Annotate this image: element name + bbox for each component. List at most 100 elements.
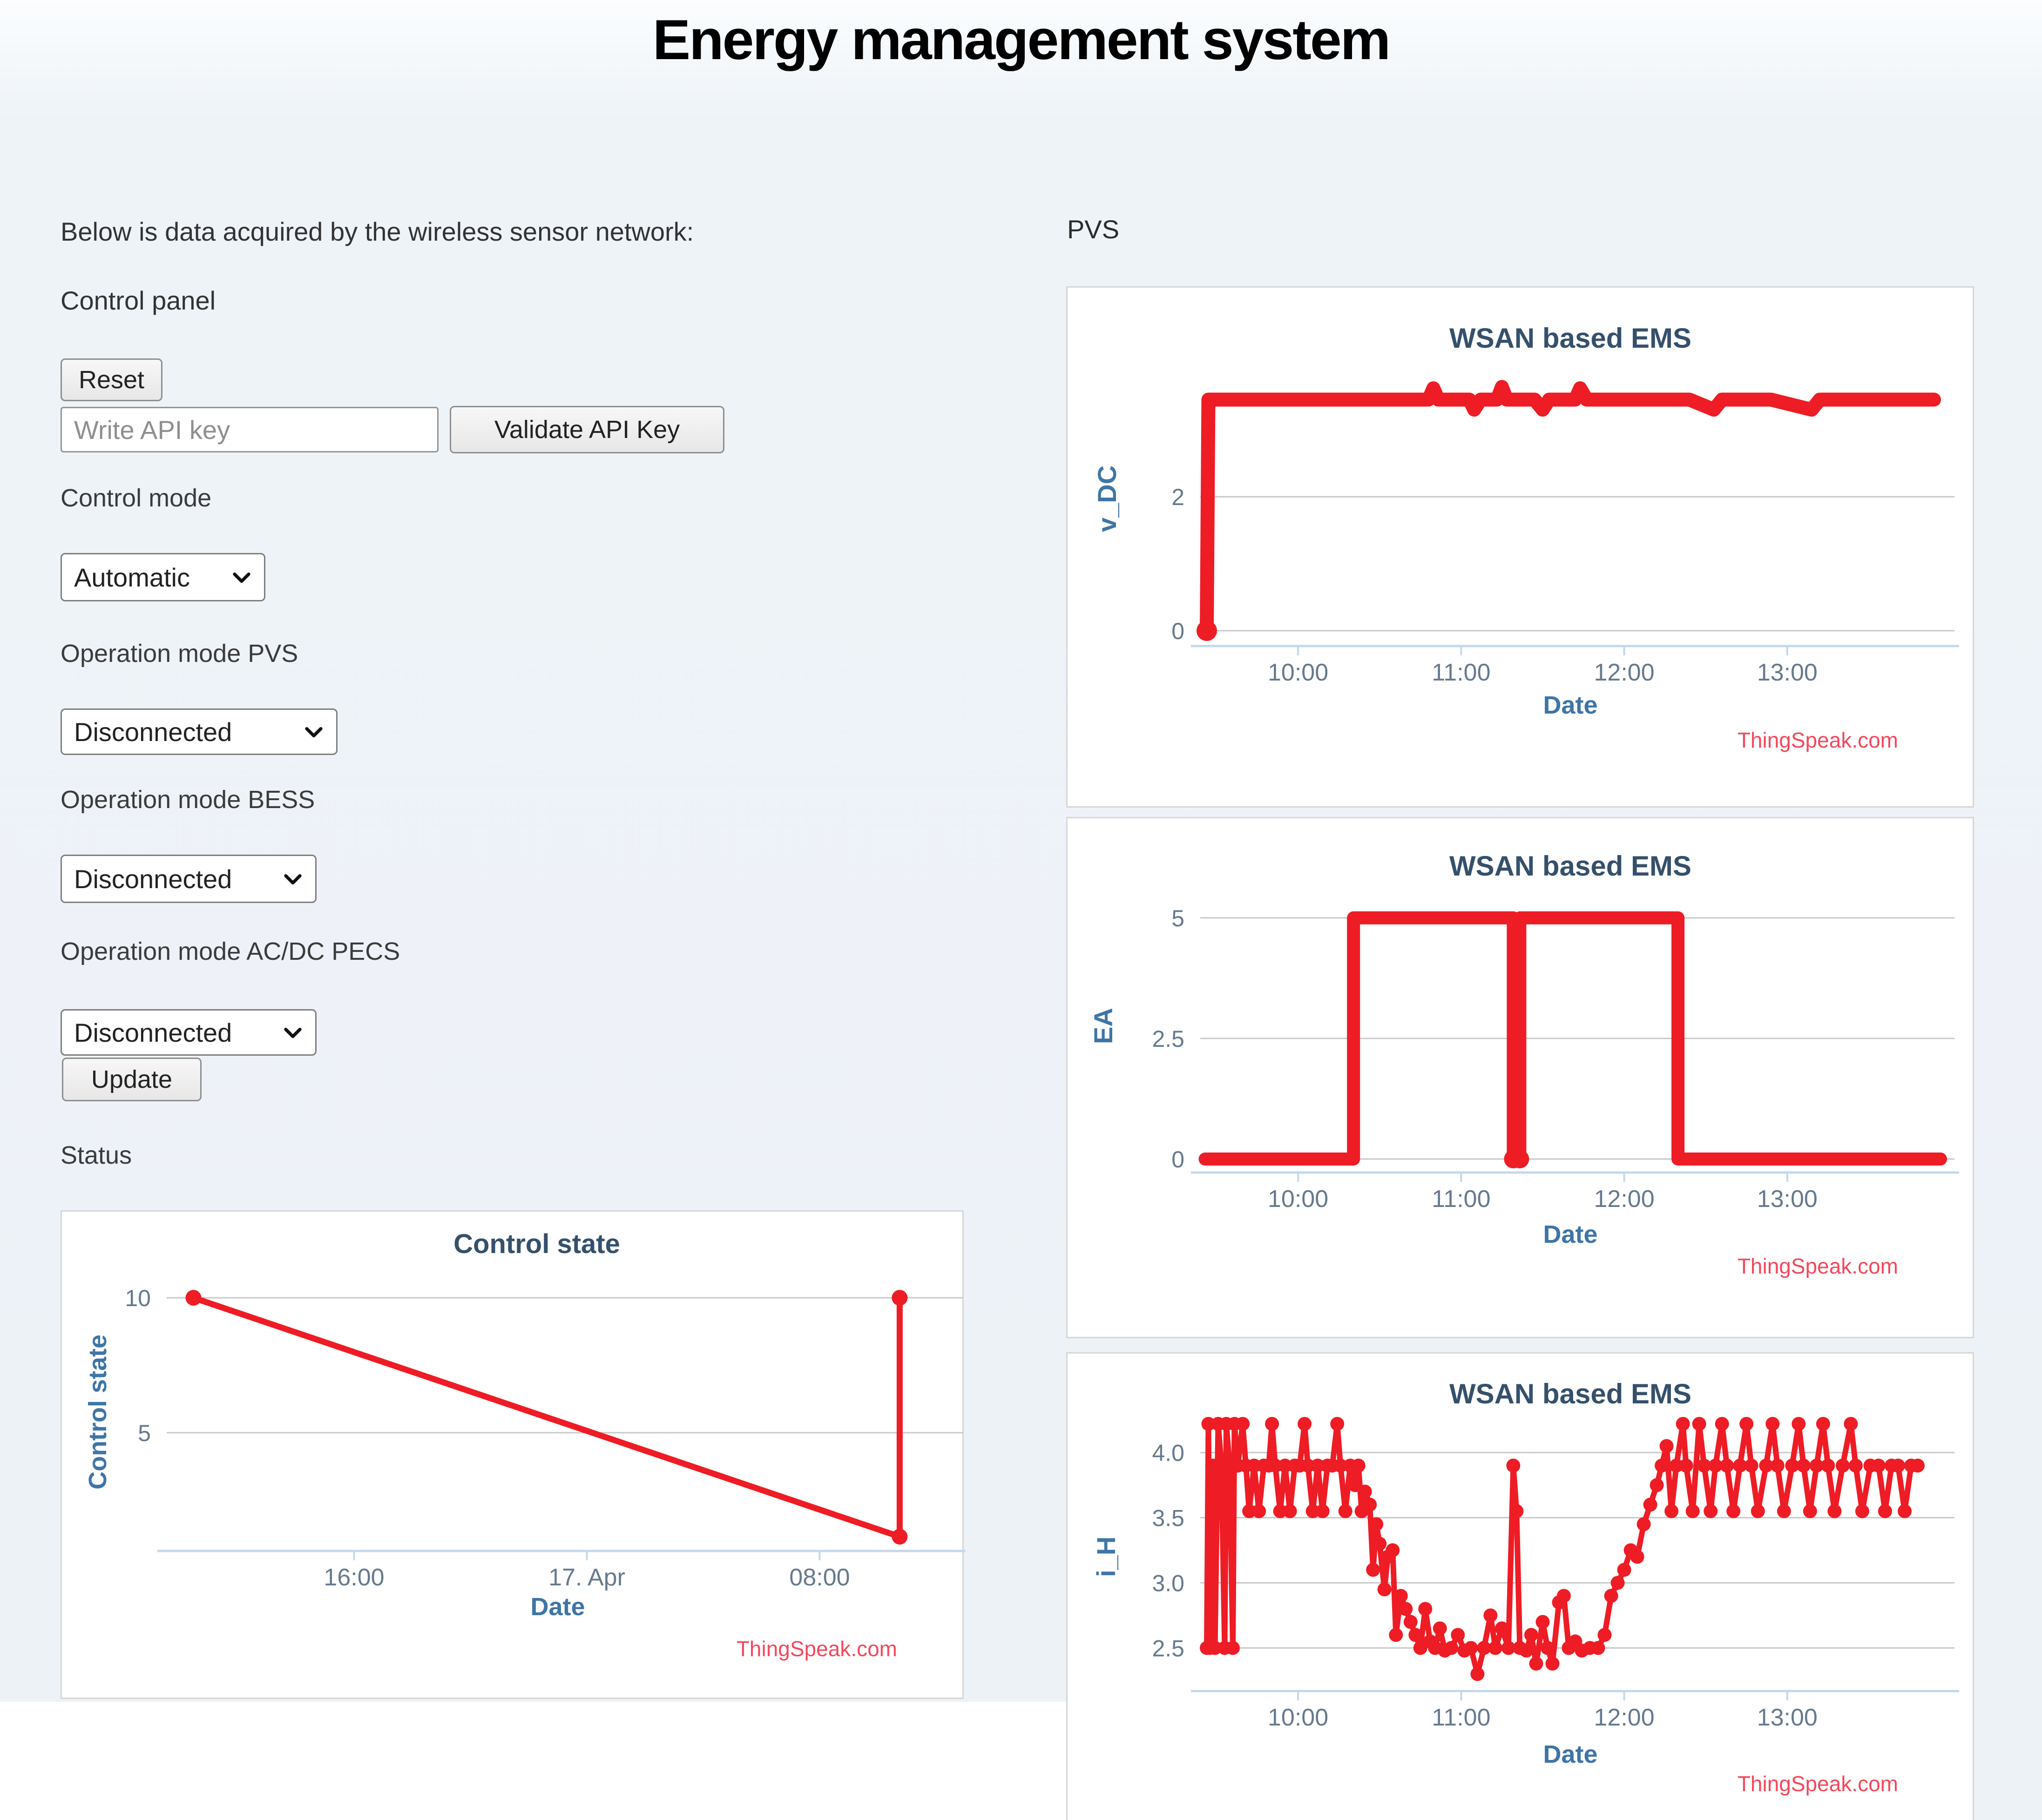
thingspeak-link[interactable]: ThingSpeak.com xyxy=(1737,1254,1898,1278)
y-tick-label: 0 xyxy=(1171,618,1184,644)
data-point-marker xyxy=(1803,1504,1817,1518)
x-tick-label: 13:00 xyxy=(1757,1186,1818,1213)
data-point-marker xyxy=(1545,1657,1560,1671)
data-point-marker xyxy=(1369,1517,1384,1531)
data-point-marker xyxy=(1358,1484,1372,1499)
chart-title: WSAN based EMS xyxy=(1449,323,1692,354)
data-point-marker xyxy=(1835,1458,1850,1473)
data-point-marker xyxy=(1848,1458,1863,1473)
y-axis-title: EA xyxy=(1089,1008,1118,1044)
data-point-marker xyxy=(1676,1417,1690,1431)
data-point-marker xyxy=(892,1529,908,1545)
api-key-input[interactable] xyxy=(61,407,439,452)
data-point-marker xyxy=(1389,1628,1403,1642)
reset-button[interactable]: Reset xyxy=(61,358,163,401)
data-point-marker xyxy=(1315,1504,1330,1518)
data-point-marker xyxy=(1483,1608,1498,1623)
data-point-marker xyxy=(1535,1615,1550,1629)
operation-mode-bess-select-wrap: Disconnected xyxy=(61,855,317,903)
operation-mode-pecs-select[interactable]: Disconnected xyxy=(62,1018,315,1047)
status-heading: Status xyxy=(61,1141,132,1169)
update-button[interactable]: Update xyxy=(62,1058,202,1101)
thingspeak-link[interactable]: ThingSpeak.com xyxy=(736,1637,897,1661)
x-tick-label: 08:00 xyxy=(789,1564,850,1591)
data-point-marker xyxy=(1636,1517,1651,1531)
control-panel-heading: Control panel xyxy=(61,286,216,315)
data-point-marker xyxy=(1305,1504,1320,1518)
data-point-marker xyxy=(1643,1497,1657,1512)
y-tick-label: 3.0 xyxy=(1152,1571,1184,1597)
data-point-marker xyxy=(1510,1150,1529,1168)
data-point-marker xyxy=(1704,1504,1718,1518)
data-point-marker xyxy=(1408,1628,1423,1642)
data-point-marker xyxy=(1283,1504,1297,1518)
x-axis-title: Date xyxy=(530,1593,585,1621)
data-point-marker xyxy=(1399,1602,1413,1616)
data-point-marker xyxy=(1197,620,1217,641)
data-point-marker xyxy=(1692,1417,1706,1431)
chart-title: WSAN based EMS xyxy=(1449,1378,1692,1409)
data-point-marker xyxy=(1816,1417,1830,1431)
data-point-marker xyxy=(1338,1504,1352,1518)
data-point-marker xyxy=(1236,1417,1250,1431)
data-point-marker xyxy=(1785,1458,1799,1473)
data-point-marker xyxy=(1268,1458,1283,1473)
x-tick-label: 11:00 xyxy=(1432,1186,1490,1213)
data-point-marker xyxy=(1519,1644,1534,1658)
thingspeak-link[interactable]: ThingSpeak.com xyxy=(1737,728,1898,752)
data-point-marker xyxy=(1597,1628,1612,1642)
control-mode-select[interactable]: Automatic xyxy=(62,562,264,592)
page-footer-area xyxy=(0,1702,1067,1820)
data-point-marker xyxy=(1759,1458,1773,1473)
data-point-marker xyxy=(1679,1458,1693,1473)
data-point-marker xyxy=(1726,1504,1741,1518)
data-point-marker xyxy=(1891,1458,1905,1473)
data-point-marker xyxy=(1226,1641,1240,1655)
data-point-marker xyxy=(1366,1563,1380,1577)
data-point-marker xyxy=(1386,1543,1400,1557)
y-tick-label: 3.5 xyxy=(1152,1505,1184,1531)
data-point-marker xyxy=(1792,1417,1806,1431)
operation-mode-pvs-select[interactable]: Disconnected xyxy=(62,717,336,747)
data-point-marker xyxy=(1630,1550,1644,1564)
y-tick-label: 4.0 xyxy=(1152,1440,1184,1466)
data-point-marker xyxy=(1809,1458,1824,1473)
operation-mode-bess-select[interactable]: Disconnected xyxy=(62,864,315,894)
validate-api-key-button[interactable]: Validate API Key xyxy=(450,406,724,453)
x-tick-label: 11:00 xyxy=(1432,1704,1490,1731)
pvs-heading: PVS xyxy=(1067,215,1120,244)
data-point-marker xyxy=(1697,1458,1711,1473)
data-point-marker xyxy=(1664,1504,1679,1518)
y-tick-label: 10 xyxy=(125,1285,151,1311)
data-point-marker xyxy=(1655,1458,1669,1473)
thingspeak-link[interactable]: ThingSpeak.com xyxy=(1737,1772,1898,1796)
operation-mode-pecs-select-wrap: Disconnected xyxy=(61,1009,317,1056)
x-tick-label: 12:00 xyxy=(1594,1186,1655,1213)
data-point-marker xyxy=(1659,1439,1674,1453)
data-point-marker xyxy=(1524,1628,1538,1642)
data-point-marker xyxy=(1301,1458,1315,1473)
data-point-marker xyxy=(1777,1504,1791,1518)
data-point-marker xyxy=(1330,1417,1345,1431)
data-point-marker xyxy=(1827,1504,1842,1518)
data-point-marker xyxy=(1617,1563,1631,1577)
data-point-marker xyxy=(1444,1641,1459,1655)
data-point-marker xyxy=(1252,1504,1266,1518)
operation-mode-pvs-select-wrap: Disconnected xyxy=(61,708,338,755)
data-point-marker xyxy=(1470,1667,1485,1681)
y-tick-label: 0 xyxy=(1171,1146,1184,1173)
operation-mode-pecs-label: Operation mode AC/DC PECS xyxy=(61,937,400,965)
data-point-marker xyxy=(185,1290,202,1306)
data-point-marker xyxy=(1685,1504,1700,1518)
chart-title: Control state xyxy=(453,1229,620,1259)
series-line xyxy=(190,1294,903,1540)
y-tick-label: 2 xyxy=(1171,484,1184,510)
data-point-marker xyxy=(1393,1589,1408,1603)
x-tick-label: 13:00 xyxy=(1757,659,1818,686)
data-point-marker xyxy=(1464,1641,1478,1655)
x-tick-label: 17. Apr xyxy=(548,1564,625,1591)
